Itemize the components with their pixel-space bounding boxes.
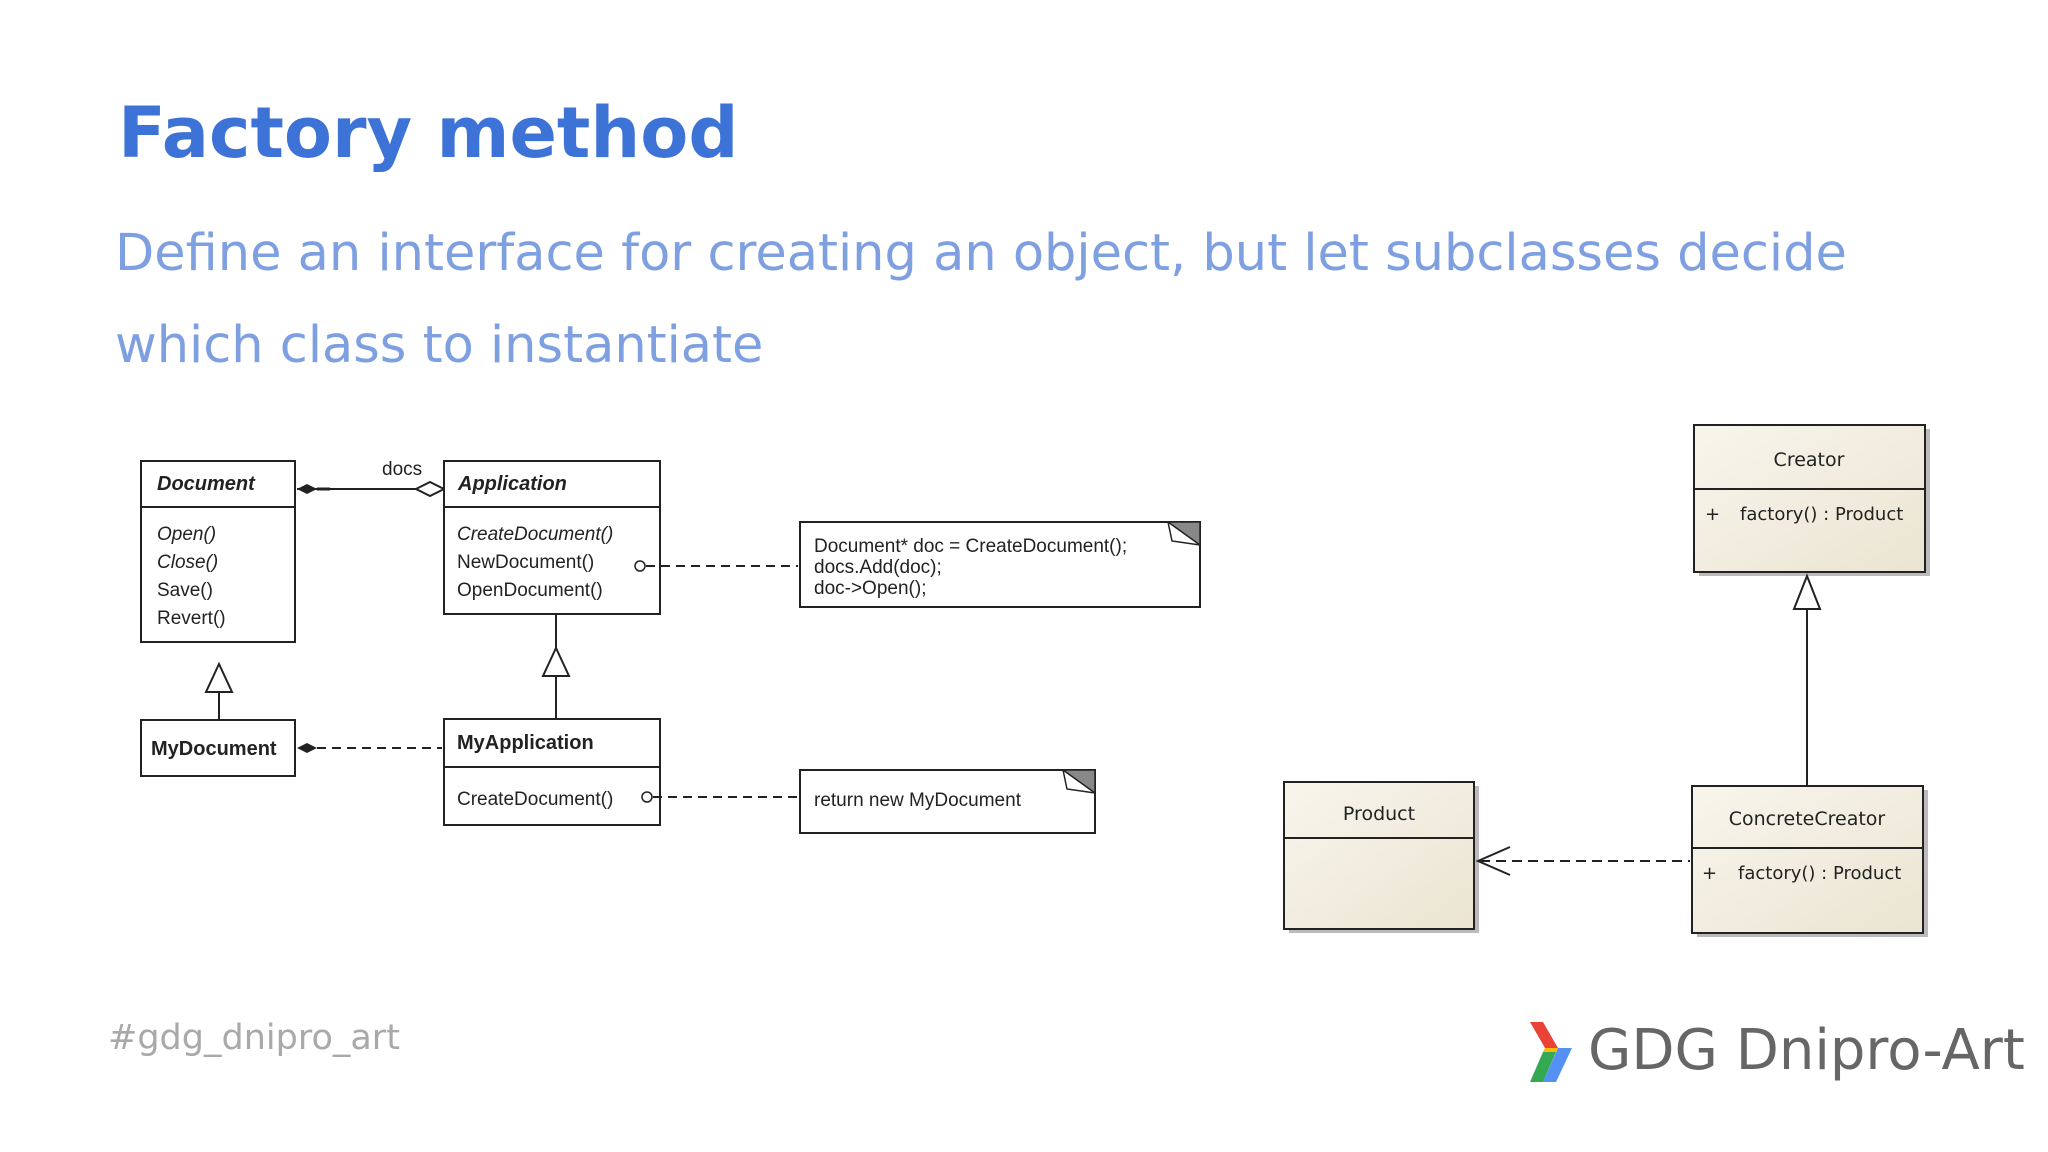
creator-class: Creator + factory() : Product — [1693, 424, 1930, 576]
creator-class-name: Creator — [1774, 449, 1845, 471]
product-class-name: Product — [1343, 803, 1415, 825]
brand-name: GDG Dnipro-Art — [1588, 1018, 2025, 1083]
concretecreator-visibility: + — [1702, 863, 1717, 884]
product-class: Product — [1283, 781, 1479, 933]
mydocument-class-name: MyDocument — [151, 738, 277, 760]
docs-label: docs — [382, 459, 422, 480]
application-method-open-document: OpenDocument() — [457, 580, 603, 601]
myapplication-class-name: MyApplication — [457, 732, 594, 754]
generalization-concretecreator-creator — [1792, 573, 1822, 785]
slide-subtitle: Define an interface for creating an obje… — [115, 224, 1847, 375]
document-method-open: Open() — [157, 524, 216, 545]
concretecreator-operation: factory() : Product — [1738, 863, 1901, 884]
document-method-save: Save() — [157, 580, 213, 601]
note-create-document: return new MyDocument — [799, 769, 1096, 834]
myapplication-class: MyApplication CreateDocument() — [443, 718, 661, 826]
application-class-name: Application — [457, 473, 567, 495]
note-line-2: docs.Add(doc); — [814, 557, 942, 578]
structure-diagram: Creator + factory() : Product ConcreteCr… — [1283, 424, 1930, 937]
mydocument-class: MyDocument — [140, 719, 296, 777]
product-dependency — [1475, 846, 1690, 876]
creator-visibility: + — [1705, 504, 1720, 525]
motivation-diagram: Document Open() Close() Save() Revert() … — [140, 459, 1201, 834]
slide-title: Factory method — [118, 92, 739, 174]
document-class: Document Open() Close() Save() Revert() — [140, 460, 296, 643]
note-line-1: Document* doc = CreateDocument(); — [814, 536, 1127, 557]
creator-operation: factory() : Product — [1740, 504, 1903, 525]
concretecreator-class: ConcreteCreator + factory() : Product — [1691, 785, 1928, 937]
generalization-myapplication-application — [541, 614, 571, 719]
hashtag: #gdg_dnipro_art — [108, 1018, 400, 1058]
application-class: Application CreateDocument() NewDocument… — [443, 460, 661, 615]
generalization-mydocument-document — [204, 661, 234, 720]
myapplication-method-create-document: CreateDocument() — [457, 789, 613, 810]
mydocument-dependency — [297, 743, 442, 753]
concretecreator-class-name: ConcreteCreator — [1729, 808, 1886, 830]
document-method-revert: Revert() — [157, 608, 226, 629]
document-class-name: Document — [157, 473, 256, 495]
note-return-line: return new MyDocument — [814, 790, 1022, 811]
note-line-3: doc->Open(); — [814, 578, 926, 599]
application-method-create-document: CreateDocument() — [457, 524, 613, 545]
document-method-close: Close() — [157, 552, 218, 573]
application-method-new-document: NewDocument() — [457, 552, 594, 573]
gdg-chevron-icon — [1530, 1022, 1572, 1082]
docs-association: docs — [297, 459, 447, 498]
note-new-document: Document* doc = CreateDocument(); docs.A… — [799, 521, 1201, 608]
